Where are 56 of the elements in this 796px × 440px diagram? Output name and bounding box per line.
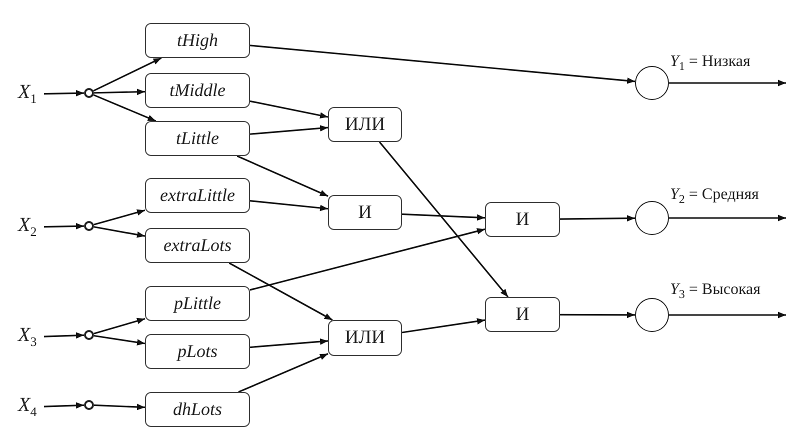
arrow: [560, 215, 636, 222]
logic-gate-box: ИЛИ: [328, 320, 402, 356]
arrow: [402, 213, 486, 221]
arrow: [669, 312, 786, 318]
arrow: [669, 214, 786, 222]
arrow: [238, 353, 328, 393]
junction-point: [84, 400, 94, 410]
arrow: [44, 90, 84, 96]
arrow: [228, 262, 333, 321]
input-label: X$_{4}$: [18, 395, 37, 418]
arrow: [94, 334, 146, 346]
junction-point: [84, 221, 94, 231]
arrow: [93, 94, 156, 122]
term-box: tHigh: [145, 23, 250, 58]
arrow: [560, 312, 635, 318]
output-circle: [635, 298, 669, 332]
arrow: [94, 404, 146, 410]
logic-gate-box: ИЛИ: [328, 107, 402, 142]
arrow: [44, 332, 84, 339]
logic-gate-box: И: [485, 297, 560, 332]
output-label: Y$_{2}$ = Средняя: [670, 187, 759, 206]
arrow: [250, 44, 636, 84]
arrow: [402, 318, 486, 334]
arrow: [250, 338, 328, 348]
arrow: [250, 125, 328, 135]
arrow: [94, 318, 146, 334]
logic-gate-box: И: [328, 195, 402, 230]
term-box: tMiddle: [145, 73, 250, 108]
junction-point: [84, 88, 94, 98]
output-label: Y$_{3}$ = Высокая: [670, 282, 760, 300]
arrow: [93, 57, 162, 92]
term-box: tLittle: [145, 121, 250, 156]
term-box: pLots: [145, 334, 250, 369]
arrow: [250, 200, 328, 212]
term-box: pLittle: [145, 286, 250, 321]
term-box: dhLots: [145, 392, 250, 427]
arrow: [94, 226, 146, 238]
term-box: extraLots: [145, 228, 250, 263]
arrow: [44, 223, 84, 230]
input-label: X$_{2}$: [18, 215, 37, 238]
junction-point: [84, 330, 94, 340]
arrow: [236, 155, 328, 197]
arrow: [44, 402, 84, 409]
arrow: [94, 88, 146, 96]
logic-gate-box: И: [485, 202, 560, 237]
output-circle: [635, 66, 669, 100]
arrow: [250, 100, 328, 119]
arrow: [250, 228, 486, 291]
arrow: [378, 141, 509, 298]
input-label: X$_{1}$: [18, 82, 37, 105]
arrow: [94, 209, 146, 226]
arrow: [669, 80, 786, 86]
term-box: extraLittle: [145, 178, 250, 213]
output-label: Y$_{1}$ = Низкая: [670, 54, 750, 72]
input-label: X$_{3}$: [18, 325, 37, 348]
output-circle: [635, 201, 669, 235]
